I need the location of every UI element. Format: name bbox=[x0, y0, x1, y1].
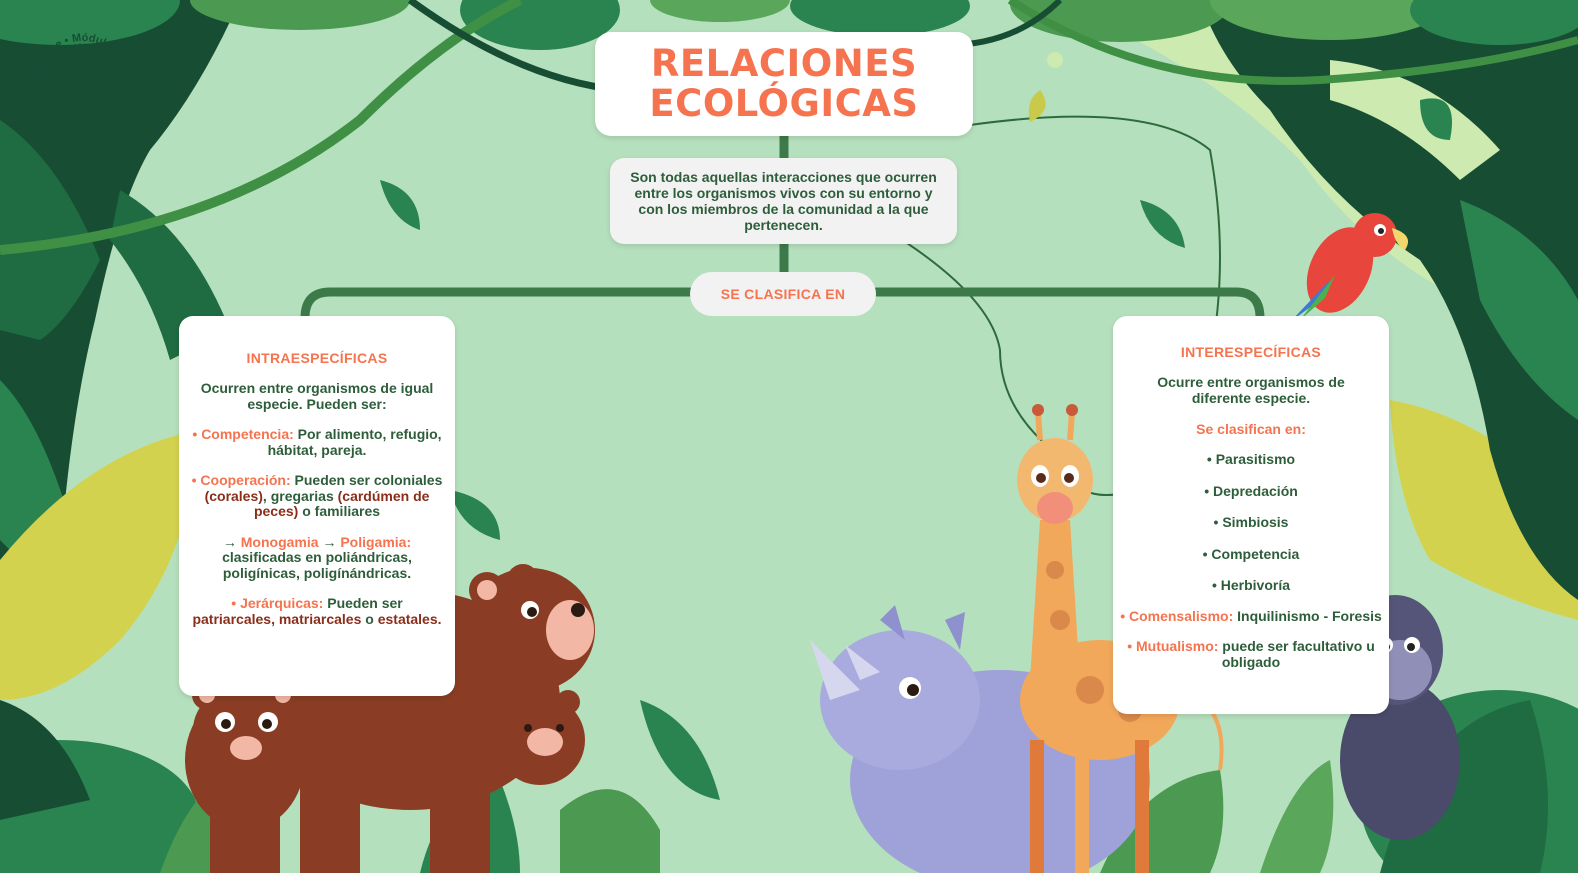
inter-item-parasitismo: • Parasitismo bbox=[1206, 451, 1296, 467]
description-text: Son todas aquellas interacciones que ocu… bbox=[630, 169, 937, 233]
vines bbox=[0, 0, 1578, 496]
svg-text:Módulo e • Módulo e • Módulo e: Módulo e • Módulo e • Módulo e • bbox=[30, 32, 136, 122]
title-card: RELACIONES ECOLÓGICAS bbox=[595, 32, 973, 136]
poligamia-text: clasificadas en poliándricas, poligínica… bbox=[222, 549, 412, 581]
mutualismo-label: • Mutualismo: bbox=[1127, 638, 1219, 654]
jerarquicas-text-2: o bbox=[361, 610, 378, 627]
yellow-leaf-left bbox=[0, 430, 200, 700]
intraspecific-card: INTRAESPECÍFICAS Ocurren entre organismo… bbox=[179, 316, 455, 696]
inter-comensalismo: • Comensalismo: Inquilinismo - Foresis bbox=[1119, 607, 1383, 625]
inter-intro: Ocurre entre organismos de diferente esp… bbox=[1157, 374, 1345, 406]
jerarquicas-label: • Jerárquicas: bbox=[231, 595, 324, 611]
inter-subheading: Se clasifican en: bbox=[1196, 421, 1306, 437]
cooperacion-text-2: , gregarias bbox=[262, 487, 338, 504]
arrow-icon: → bbox=[222, 533, 241, 550]
modulo-e-logo bbox=[41, 43, 123, 125]
interspecific-card: INTERESPECÍFICAS Ocurre entre organismos… bbox=[1113, 316, 1389, 714]
monogamia-label: Monogamia bbox=[240, 533, 319, 550]
cooperacion-text-1: Pueden ser coloniales bbox=[290, 472, 443, 488]
connector-lines bbox=[300, 131, 1265, 323]
logo-text: Módulo e • Módulo e • Módulo e • bbox=[30, 32, 136, 122]
intra-cooperacion: • Cooperación: Pueden ser coloniales (co… bbox=[191, 472, 443, 520]
bear-family-illustration bbox=[185, 564, 595, 873]
title-line-1: RELACIONES bbox=[650, 42, 918, 85]
comensalismo-text: Inquilinismo - Foresis bbox=[1233, 607, 1382, 624]
connector-label: SE CLASIFICA EN bbox=[720, 286, 846, 302]
intra-heading: INTRAESPECÍFICAS bbox=[246, 350, 388, 366]
cooperacion-text-3: o familiares bbox=[298, 503, 381, 519]
inter-item-herbivoria: • Herbivoría bbox=[1211, 577, 1291, 593]
intra-jerarquicas: • Jerárquicas: Pueden ser patriarcales, … bbox=[191, 595, 443, 627]
mutualismo-text: puede ser facultativo u obligado bbox=[1218, 638, 1375, 670]
intra-intro: Ocurren entre organismos de igual especi… bbox=[200, 380, 434, 412]
inter-mutualismo: • Mutualismo: puede ser facultativo u ob… bbox=[1119, 638, 1383, 670]
cooperacion-label: • Cooperación: bbox=[191, 472, 291, 488]
inter-heading: INTERESPECÍFICAS bbox=[1180, 344, 1322, 360]
intra-competencia: • Competencia: Por alimento, refugio, há… bbox=[191, 426, 443, 458]
description-card: Son todas aquellas interacciones que ocu… bbox=[610, 158, 957, 244]
cooperacion-cardumen: (cardúmen de peces) bbox=[253, 487, 430, 519]
jerarquicas-text-1: Pueden ser bbox=[323, 595, 403, 611]
poligamia-label: Poligamia: bbox=[340, 533, 412, 550]
inter-item-competencia: • Competencia bbox=[1202, 545, 1300, 562]
intra-gamia: → Monogamia → Poligamia: clasificadas en… bbox=[191, 533, 443, 582]
floating-leaves bbox=[380, 52, 1452, 540]
jerarquicas-estatales: estatales. bbox=[377, 610, 442, 627]
connector-pill: SE CLASIFICA EN bbox=[690, 272, 876, 316]
rhino-illustration bbox=[810, 605, 1150, 873]
inter-item-depredacion: • Depredación bbox=[1204, 482, 1298, 499]
inter-item-simbiosis: • Simbiosis bbox=[1213, 514, 1289, 530]
right-tree bbox=[1200, 0, 1578, 600]
cooperacion-corales: (corales) bbox=[204, 487, 263, 504]
arrow-icon: → bbox=[322, 533, 341, 550]
competencia-label: • Competencia: bbox=[192, 426, 294, 442]
parrot-illustration bbox=[1290, 213, 1409, 322]
modulo-e-badge: Módulo e • Módulo e • Módulo e • bbox=[30, 32, 136, 122]
jerarquicas-types: patriarcales, matriarcales bbox=[192, 610, 362, 627]
title-line-2: ECOLÓGICAS bbox=[649, 82, 919, 125]
yellow-leaf-right bbox=[1390, 400, 1578, 620]
comensalismo-label: • Comensalismo: bbox=[1120, 607, 1234, 624]
competencia-text: Por alimento, refugio, hábitat, pareja. bbox=[267, 426, 442, 458]
